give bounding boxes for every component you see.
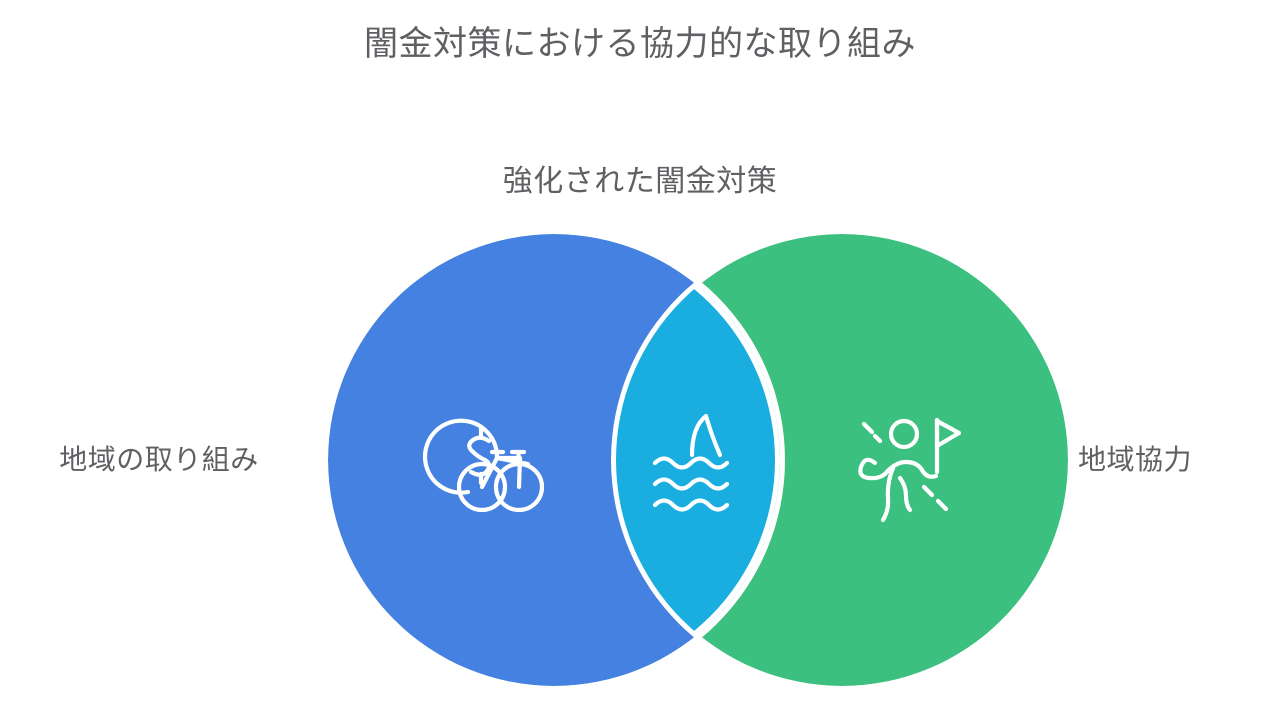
venn-label-right: 地域協力 <box>1078 444 1193 475</box>
shark-fin-waves-icon <box>652 413 730 512</box>
venn-label-left: 地域の取り組み <box>59 444 259 475</box>
bicycle-dollar-icon <box>422 418 545 513</box>
page-title: 闇金対策における協力的な取り組み <box>364 25 916 63</box>
hiker-flag-icon <box>858 417 962 523</box>
diagram-subtitle: 強化された闇金対策 <box>502 165 778 198</box>
venn-intersection-lens[interactable] <box>616 234 1068 686</box>
